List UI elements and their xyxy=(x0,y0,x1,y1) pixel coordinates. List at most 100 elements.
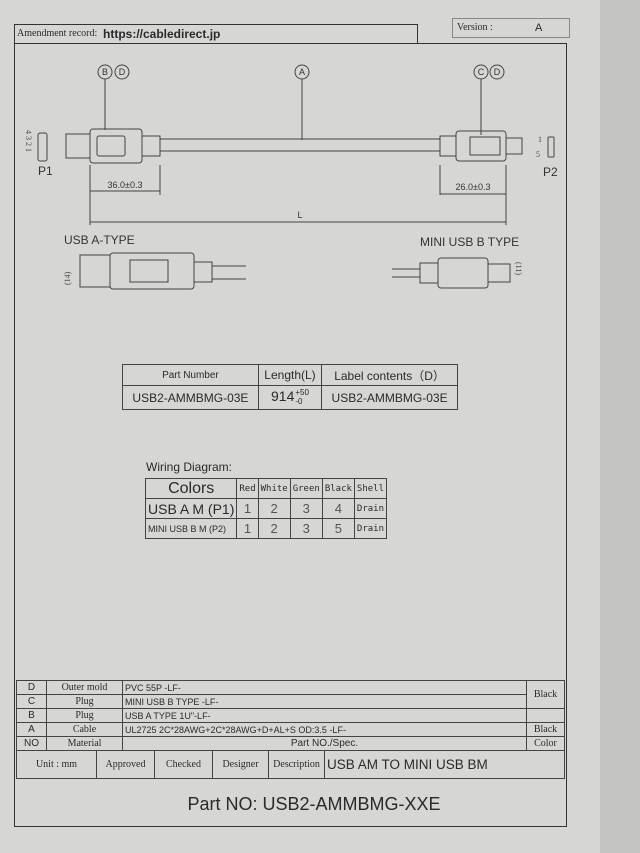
wiring-white: White xyxy=(257,478,291,499)
wiring-cell: 4 xyxy=(321,498,355,519)
wiring-cell: 3 xyxy=(289,498,323,519)
side-plug-a xyxy=(79,254,111,288)
wiring-green: Green xyxy=(289,478,323,499)
bom-no: A xyxy=(16,722,47,737)
callout-c-label: C xyxy=(478,67,485,77)
bom-material: Plug xyxy=(46,694,123,709)
bom-color: Black xyxy=(526,680,565,709)
version-box: Version : A xyxy=(452,18,570,38)
callout-a-label: A xyxy=(299,67,305,77)
th-label: Label contents（D） xyxy=(321,364,458,386)
th-part-number: Part Number xyxy=(122,364,259,386)
amendment-header: Amendment record: https://cabledirect.jp xyxy=(14,24,418,44)
part-number-value: USB2-AMMBMG-03E xyxy=(122,385,259,410)
bom-color-empty xyxy=(526,708,565,723)
wiring-cell: Drain xyxy=(353,518,388,539)
callout-b-label: B xyxy=(102,67,108,77)
wiring-colors-header: Colors xyxy=(144,478,238,499)
wiring-cell: USB A M (P1) xyxy=(144,498,238,519)
length-value: 914+50-0 xyxy=(257,385,323,410)
usb-a-type-label: USB A-TYPE xyxy=(64,233,135,247)
amendment-label: Amendment record: xyxy=(17,28,98,39)
usb-a-plug xyxy=(65,133,91,159)
callout-d-label: D xyxy=(119,67,126,77)
wiring-cell: 1 xyxy=(236,518,259,539)
bom-color: Black xyxy=(526,722,565,737)
tol-minus: -0 xyxy=(295,397,303,407)
wiring-title: Wiring Diagram: xyxy=(146,460,233,474)
bom-spec: PVC 55P -LF- xyxy=(122,680,527,695)
url-text: https://cabledirect.jp xyxy=(103,27,221,41)
bom-header-spec: Part NO./Spec. xyxy=(122,736,527,751)
side-dim-right: (11) xyxy=(514,262,523,275)
wiring-cell: Drain xyxy=(353,498,388,519)
wiring-cell: 1 xyxy=(236,498,259,519)
designer-label: Designer xyxy=(212,750,269,779)
wiring-black: Black xyxy=(321,478,355,499)
bom-material: Plug xyxy=(46,708,123,723)
mini-usb-plug xyxy=(505,137,523,155)
p1-port-icon xyxy=(37,132,48,162)
wiring-shell: Shell xyxy=(353,478,388,499)
wiring-cell: 3 xyxy=(289,518,323,539)
bom-no: C xyxy=(16,694,47,709)
approved-label: Approved xyxy=(96,750,155,779)
bom-spec: UL2725 2C*28AWG+2C*28AWG+D+AL+S OD:3.5 -… xyxy=(122,722,527,737)
th-length: Length(L) xyxy=(257,364,323,386)
wiring-cell: 2 xyxy=(257,498,291,519)
version-label: Version : xyxy=(457,22,493,33)
callout-d2 xyxy=(489,64,505,80)
wiring-row-p1: USB A M (P1) 1 2 3 4 Drain xyxy=(144,498,388,519)
p2-pin-bottom: 5 xyxy=(536,150,540,159)
bom-spec: MINI USB B TYPE -LF- xyxy=(122,694,527,709)
p2-port-icon xyxy=(547,136,555,158)
part-no-title: Part NO: USB2-AMMBMG-XXE xyxy=(187,794,441,814)
description-value: USB AM TO MINI USB BM xyxy=(324,750,565,779)
part-number-table: Part Number Length(L) Label contents（D） … xyxy=(122,364,458,410)
version-value: A xyxy=(535,22,543,34)
wiring-row-p2: MINI USB B M (P2) 1 2 3 5 Drain xyxy=(144,518,388,539)
wiring-cell: 2 xyxy=(257,518,291,539)
unit-label: Unit : mm xyxy=(16,750,97,779)
color-header: Color xyxy=(526,736,565,751)
bom-header-material: Material xyxy=(46,736,123,751)
p2-label: P2 xyxy=(543,165,558,179)
wiring-table: Colors Red White Green Black Shell USB A… xyxy=(144,478,388,539)
usb-a-mold xyxy=(89,128,143,164)
p1-pins: 4 3 2 1 xyxy=(24,130,33,152)
label-value: USB2-AMMBMG-03E xyxy=(321,385,458,410)
bom-material: Outer mold xyxy=(46,680,123,695)
dim-total: L xyxy=(297,210,302,220)
cable-drawing: B D A C D 36.0±0.3 26.0±0.3 L P1 P2 USB … xyxy=(24,64,558,290)
description-label: Description xyxy=(268,750,325,779)
bom-no: D xyxy=(16,680,47,695)
mini-usb-mold xyxy=(455,130,507,162)
dim-left: 36.0±0.3 xyxy=(108,180,143,190)
wiring-cell: MINI USB B M (P2) xyxy=(144,518,238,539)
tol-plus: +50 xyxy=(295,388,309,398)
callout-d2-label: D xyxy=(494,67,501,77)
callout-d xyxy=(114,64,130,80)
mini-usb-type-label: MINI USB B TYPE xyxy=(420,235,519,249)
drawing-frame xyxy=(14,43,567,827)
p2-pin-top: 1 xyxy=(538,135,542,144)
length-number: 914 xyxy=(271,388,295,405)
wiring-cell: 5 xyxy=(321,518,355,539)
side-dim-left: (14) xyxy=(63,271,72,285)
bom-spec: USB A TYPE 1U"-LF- xyxy=(122,708,527,723)
bom-header-no: NO xyxy=(16,736,47,751)
wiring-red: Red xyxy=(236,478,259,499)
title-block: Unit : mm Approved Checked Designer Desc… xyxy=(16,750,565,779)
dim-right: 26.0±0.3 xyxy=(456,182,491,192)
checked-label: Checked xyxy=(154,750,213,779)
bom-material: Cable xyxy=(46,722,123,737)
p1-label: P1 xyxy=(38,164,53,178)
bom-no: B xyxy=(16,708,47,723)
